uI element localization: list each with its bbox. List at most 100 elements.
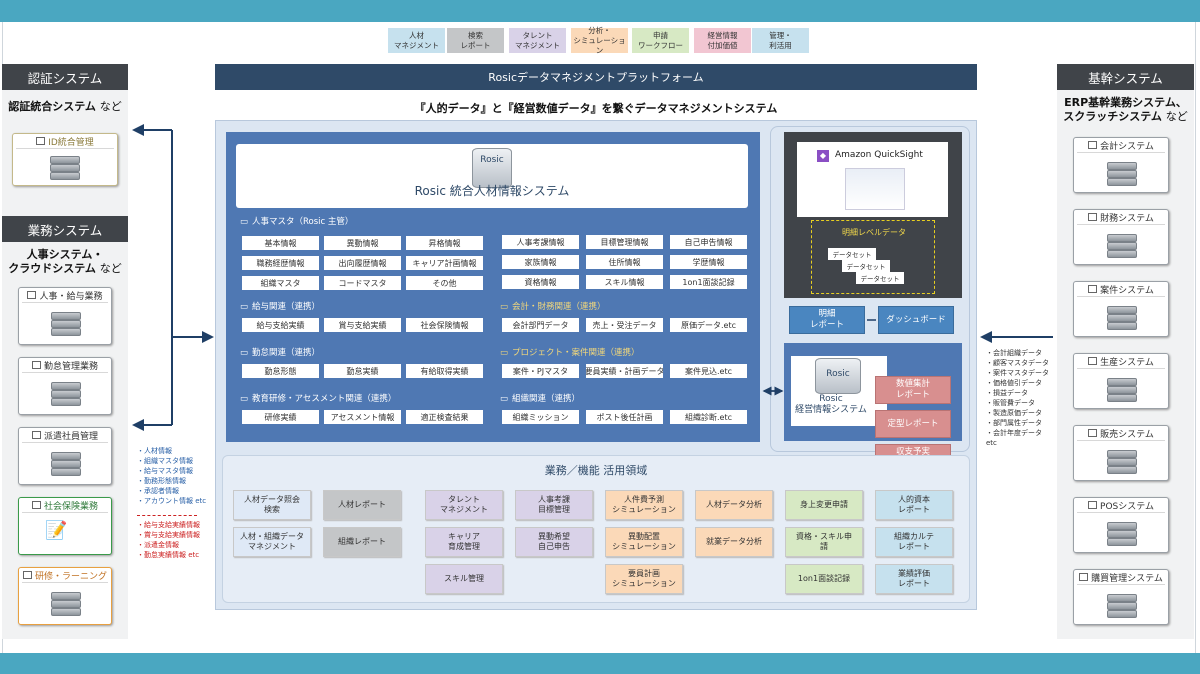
business-function-item[interactable]: 資格・スキル申 請	[785, 527, 863, 557]
dashboard-thumbnail	[845, 168, 905, 210]
business-function-item[interactable]: キャリア 育成管理	[425, 527, 503, 557]
business-function-item[interactable]: 要員計画 シミュレーション	[605, 564, 683, 594]
core-system-box[interactable]: 販売システム	[1073, 425, 1169, 481]
business-system-label: 派遣社員管理	[22, 428, 108, 443]
business-function-item[interactable]: 組織カルテ レポート	[875, 527, 953, 557]
auth-system-header: 認証システム	[2, 64, 128, 90]
hr-db-icon: Rosic	[472, 148, 512, 188]
hr-system-name: Rosic 統合人材情報システム	[414, 184, 570, 198]
bottom-bar	[0, 653, 1200, 674]
data-item: 勤怠形態	[242, 364, 319, 378]
standard-report-button[interactable]: 定型レポート	[875, 410, 951, 438]
data-item: スキル情報	[586, 275, 663, 289]
business-function-item[interactable]: 人材データ照会 検索	[233, 490, 311, 520]
business-function-item[interactable]: 人的資本 レポート	[875, 490, 953, 520]
business-system-box[interactable]: 人事・給与業務	[18, 287, 112, 345]
business-function-item[interactable]: 人材レポート	[323, 490, 401, 520]
business-function-item[interactable]: 人事考課 目標管理	[515, 490, 593, 520]
legend-item: タレント マネジメント	[509, 28, 566, 53]
quicksight-card[interactable]: ◆ Amazon QuickSight	[797, 142, 948, 217]
nado-text: など	[99, 262, 122, 275]
core-system-box[interactable]: 財務システム	[1073, 209, 1169, 265]
core-system-text: 会計システム	[1100, 141, 1154, 152]
business-function-item[interactable]: 組織レポート	[323, 527, 401, 557]
section-title: ▭給与関連（連携）	[240, 300, 320, 312]
core-system-box[interactable]: POSシステム	[1073, 497, 1169, 553]
biz-sub-text: 人事システム・ クラウドシステム	[8, 248, 104, 275]
quicksight-icon: ◆	[817, 150, 829, 162]
business-system-box[interactable]: 研修・ラーニング	[18, 567, 112, 625]
detail-report-button[interactable]: 明細 レポート	[789, 306, 865, 334]
business-function-item[interactable]: 人件費予測 シミュレーション	[605, 490, 683, 520]
system-icon	[1088, 141, 1098, 149]
left-notes-blue: ・人材情報 ・組織マスタ情報 ・給与マスタ情報 ・勤務形態情報 ・承認者情報 ・…	[137, 447, 207, 505]
business-function-item[interactable]: スキル管理	[425, 564, 503, 594]
system-icon	[1088, 285, 1098, 293]
business-function-item[interactable]: 人材データ分析	[695, 490, 773, 520]
section-title: ▭会計・財務関連（連携）	[500, 300, 606, 312]
section-title: ▭プロジェクト・案件関連（連携）	[500, 346, 640, 358]
database-icon	[1107, 162, 1137, 186]
core-system-box[interactable]: 生産システム	[1073, 353, 1169, 409]
business-system-box[interactable]: 勤怠管理業務	[18, 357, 112, 415]
business-system-label: 研修・ラーニング	[22, 568, 108, 583]
numeric-report-button[interactable]: 数値集計 レポート	[875, 376, 951, 404]
database-icon	[1107, 234, 1137, 258]
business-function-item[interactable]: 1on1面談記録	[785, 564, 863, 594]
core-system-box[interactable]: 案件システム	[1073, 281, 1169, 337]
core-system-box[interactable]: 購買管理システム	[1073, 569, 1169, 625]
business-function-item[interactable]: 人材・組織データ マネジメント	[233, 527, 311, 557]
red-divider	[137, 515, 197, 516]
system-icon	[1079, 573, 1089, 581]
business-function-item[interactable]: 異動配置 シミュレーション	[605, 527, 683, 557]
right-notes: ・会計組織データ ・顧客マスタデータ ・案件マスタデータ ・価格値引データ ・損…	[986, 349, 1049, 447]
core-system-header: 基幹システム	[1057, 64, 1194, 90]
mgmt-db-icon: Rosic	[815, 358, 861, 394]
folder-icon: ▭	[500, 394, 509, 404]
database-icon	[1107, 450, 1137, 474]
platform-title: Rosicデータマネジメントプラットフォーム	[215, 64, 977, 90]
nado-text: など	[99, 100, 122, 113]
data-item: 給与支給実績	[242, 318, 319, 332]
business-function-item[interactable]: 業績評価 レポート	[875, 564, 953, 594]
business-area-title: 業務／機能 活用領域	[544, 464, 648, 477]
business-system-label: 勤怠管理業務	[22, 358, 108, 373]
data-item: 出向履歴情報	[324, 256, 401, 270]
left-notes-red: ・給与支給実績情報 ・賞与支給実績情報 ・派遣金情報 ・勤怠実績情報 etc	[137, 521, 200, 559]
business-system-box[interactable]: 派遣社員管理	[18, 427, 112, 485]
core-system-box[interactable]: 会計システム	[1073, 137, 1169, 193]
folder-icon: ▭	[500, 348, 509, 358]
id-management-box[interactable]: ID統合管理	[12, 133, 118, 186]
business-system-text: 人事・給与業務	[39, 291, 103, 302]
data-item: 昇格情報	[406, 236, 483, 250]
folder-icon: ▭	[240, 217, 249, 227]
business-function-item[interactable]: 異動希望 自己申告	[515, 527, 593, 557]
business-system-label: 人事・給与業務	[22, 288, 108, 303]
business-system-text: 社会保険業務	[43, 501, 98, 512]
core-system-text: 財務システム	[1100, 213, 1154, 224]
section-title-text: 勤怠関連（連携）	[252, 348, 321, 358]
core-system-text: 販売システム	[1100, 429, 1154, 440]
data-item: 要員実績・計画データ	[586, 364, 663, 378]
database-icon	[1107, 594, 1137, 618]
dashboard-button[interactable]: ダッシュボード	[878, 306, 954, 334]
database-icon	[50, 156, 80, 180]
auth-system-subtitle: 認証統合システム など	[2, 100, 128, 114]
business-system-box[interactable]: 社会保険業務 📝	[18, 497, 112, 555]
top-bar	[0, 0, 1200, 22]
data-item: 目標管理情報	[586, 235, 663, 249]
data-item: 家族情報	[502, 255, 579, 269]
data-item: 案件・PJマスタ	[502, 364, 579, 378]
section-title-text: 会計・財務関連（連携）	[512, 302, 606, 312]
business-function-item[interactable]: 身上変更申請	[785, 490, 863, 520]
system-icon	[1088, 501, 1098, 509]
business-function-item[interactable]: タレント マネジメント	[425, 490, 503, 520]
core-system-text: 案件システム	[1100, 285, 1154, 296]
section-title: ▭組織関連（連携）	[500, 392, 580, 404]
business-function-item[interactable]: 就業データ分析	[695, 527, 773, 557]
data-item: 学歴情報	[670, 255, 747, 269]
core-system-subtitle: ERP基幹業務システム、 スクラッチシステム など	[1057, 96, 1194, 124]
database-icon	[51, 452, 81, 476]
data-item: 基本情報	[242, 236, 319, 250]
document-icon: 📝	[45, 520, 68, 541]
